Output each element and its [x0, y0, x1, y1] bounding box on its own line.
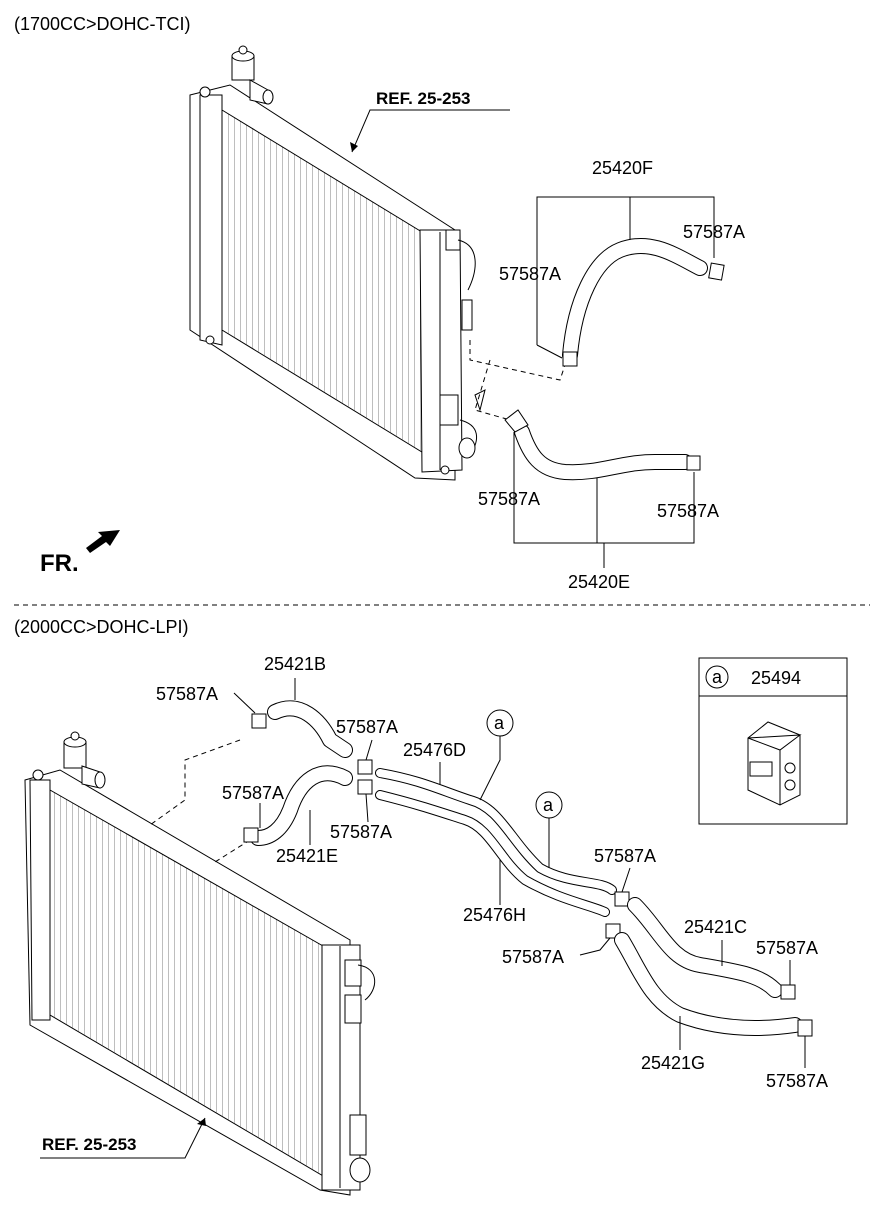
label-25421c: 25421C [684, 917, 747, 937]
label-57587a-top-ur: 57587A [683, 222, 745, 242]
radiator-top [189, 45, 486, 481]
front-arrow-icon [86, 530, 120, 553]
label-57587a-top-ll: 57587A [478, 489, 540, 509]
label-57587a-b1: 57587A [156, 684, 218, 704]
marker-a-1: a [479, 709, 514, 801]
clamp-b5 [614, 891, 630, 907]
svg-text:a: a [494, 713, 505, 733]
connection-line-top-1 [469, 340, 566, 381]
bracket-25420e [513, 432, 695, 544]
hose-25421e [243, 765, 353, 846]
ref-label-bottom: REF. 25-253 [42, 1135, 137, 1154]
label-57587a-b4: 57587A [330, 822, 392, 842]
hose-25421c [627, 897, 796, 1000]
label-25420f: 25420F [592, 158, 653, 178]
inset-box-25494: a 25494 [698, 657, 848, 825]
label-57587a-b8: 57587A [766, 1071, 828, 1091]
hose-25421b [251, 700, 353, 758]
marker-a-2: a [535, 791, 563, 868]
ref-leader-bottom [40, 1117, 206, 1159]
front-label: FR. [40, 550, 79, 577]
ref-arrowhead-top [350, 142, 358, 152]
section-title-top: (1700CC>DOHC-TCI) [14, 14, 191, 34]
label-57587a-top-ul: 57587A [499, 264, 561, 284]
label-57587a-b2: 57587A [222, 783, 284, 803]
label-57587a-b3: 57587A [336, 717, 398, 737]
connection-line-top-2 [474, 359, 511, 421]
bracket-25420f [536, 196, 715, 345]
connection-line-bottom-1 [149, 739, 241, 826]
label-57587a-b5: 57587A [594, 846, 656, 866]
connection-line-bottom-2 [214, 839, 251, 863]
hose-25421g [614, 932, 813, 1037]
hose-25420f [562, 238, 725, 367]
hose-25420e [504, 409, 701, 481]
label-57587a-b7: 57587A [756, 938, 818, 958]
label-25476d: 25476D [403, 740, 466, 760]
inset-marker: a [712, 667, 723, 687]
label-25420e: 25420E [568, 572, 630, 592]
label-25421b: 25421B [264, 654, 326, 674]
svg-text:a: a [543, 795, 554, 815]
pipe-25476d [375, 768, 617, 895]
radiator-bottom [24, 731, 376, 1196]
label-25421g: 25421G [641, 1053, 705, 1073]
label-57587a-top-lr: 57587A [657, 501, 719, 521]
clamp-b4 [357, 779, 373, 795]
inset-part-number: 25494 [751, 668, 801, 688]
pipe-25476h [375, 790, 610, 917]
label-57587a-b6: 57587A [502, 947, 564, 967]
ref-arrowhead-bottom [197, 1118, 206, 1126]
section-title-bottom: (2000CC>DOHC-LPI) [14, 617, 189, 637]
label-25476h: 25476H [463, 905, 526, 925]
clip-icon [747, 721, 802, 806]
label-25421e: 25421E [276, 846, 338, 866]
ref-label-top: REF. 25-253 [376, 89, 471, 108]
clamp-b3 [357, 759, 373, 775]
ref-leader-top [351, 109, 510, 153]
